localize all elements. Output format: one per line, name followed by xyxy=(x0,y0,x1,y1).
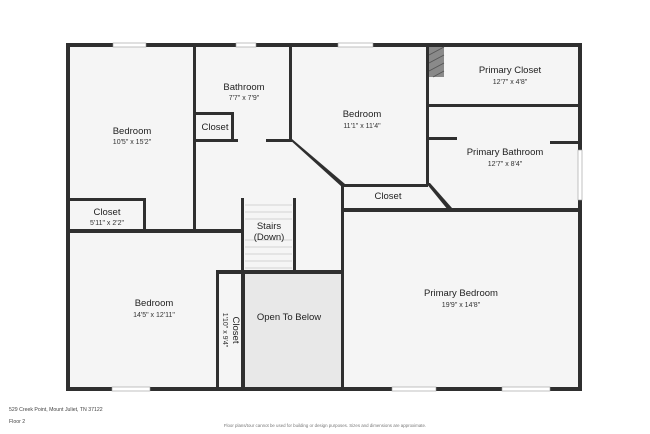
room-name: Primary Bathroom xyxy=(467,147,544,158)
room-primary-bathroom: Primary Bathroom 12'7" x 8'4" xyxy=(467,147,544,168)
room-closet-nw: Closet 5'11" x 2'2" xyxy=(90,207,124,227)
room-stairs: Stairs (Down) xyxy=(254,221,285,243)
room-name: Closet xyxy=(375,191,402,202)
room-primary-closet: Primary Closet 12'7" x 4'8" xyxy=(479,65,542,86)
room-bedroom-nw: Bedroom 10'5" x 15'2" xyxy=(113,126,152,146)
room-bathroom: Bathroom 7'7" x 7'9" xyxy=(223,82,264,102)
room-name: Closet xyxy=(94,207,121,218)
room-closet-hall: Closet xyxy=(375,191,402,202)
room-bedroom-sw: Bedroom 14'5" x 12'11" xyxy=(133,298,175,319)
room-dimensions: 1'10" x 9'4" xyxy=(221,313,228,348)
shaft-hatch xyxy=(428,46,445,78)
windows xyxy=(111,42,583,392)
room-dimensions: 10'5" x 15'2" xyxy=(113,139,152,146)
room-dimensions: 12'7" x 4'8" xyxy=(493,79,528,86)
disclaimer-text: Floor plans/tour cannot be used for buil… xyxy=(223,423,427,428)
room-name: Bedroom xyxy=(113,126,152,137)
room-primary-bedroom: Primary Bedroom 19'9" x 14'8" xyxy=(424,288,498,309)
room-closet-sw: Closet 1'10" x 9'4" xyxy=(221,313,241,348)
room-name: Closet xyxy=(202,122,229,133)
room-dimensions: 19'9" x 14'8" xyxy=(442,302,481,309)
floor-label: Floor 2 xyxy=(9,419,26,425)
room-dimensions: 7'7" x 7'9" xyxy=(229,95,260,102)
room-dimensions: 5'11" x 2'2" xyxy=(90,220,124,227)
room-name: Bathroom xyxy=(223,82,264,93)
room-name: Bedroom xyxy=(135,298,174,309)
room-closet-bath: Closet xyxy=(202,122,229,133)
room-open-to-below: Open To Below xyxy=(257,312,321,323)
room-name: Primary Bedroom xyxy=(424,288,498,299)
room-name: Stairs xyxy=(257,221,282,232)
room-name: Primary Closet xyxy=(479,65,542,76)
room-bedroom-center: Bedroom 11'1" x 11'4" xyxy=(343,109,382,130)
room-dimensions: 12'7" x 8'4" xyxy=(488,161,523,168)
exterior-walls xyxy=(66,43,582,391)
room-name-line2: (Down) xyxy=(254,232,285,243)
open-to-below-area xyxy=(245,272,342,388)
stair-treads xyxy=(245,204,292,269)
address-text: 529 Creek Point, Mount Juliet, TN 37122 xyxy=(9,407,103,413)
room-dimensions: 14'5" x 12'11" xyxy=(133,312,175,319)
interior-walls xyxy=(68,45,582,390)
room-name: Open To Below xyxy=(257,312,321,323)
room-name: Closet xyxy=(230,317,241,344)
room-dimensions: 11'1" x 11'4" xyxy=(343,123,381,130)
room-name: Bedroom xyxy=(343,109,382,120)
